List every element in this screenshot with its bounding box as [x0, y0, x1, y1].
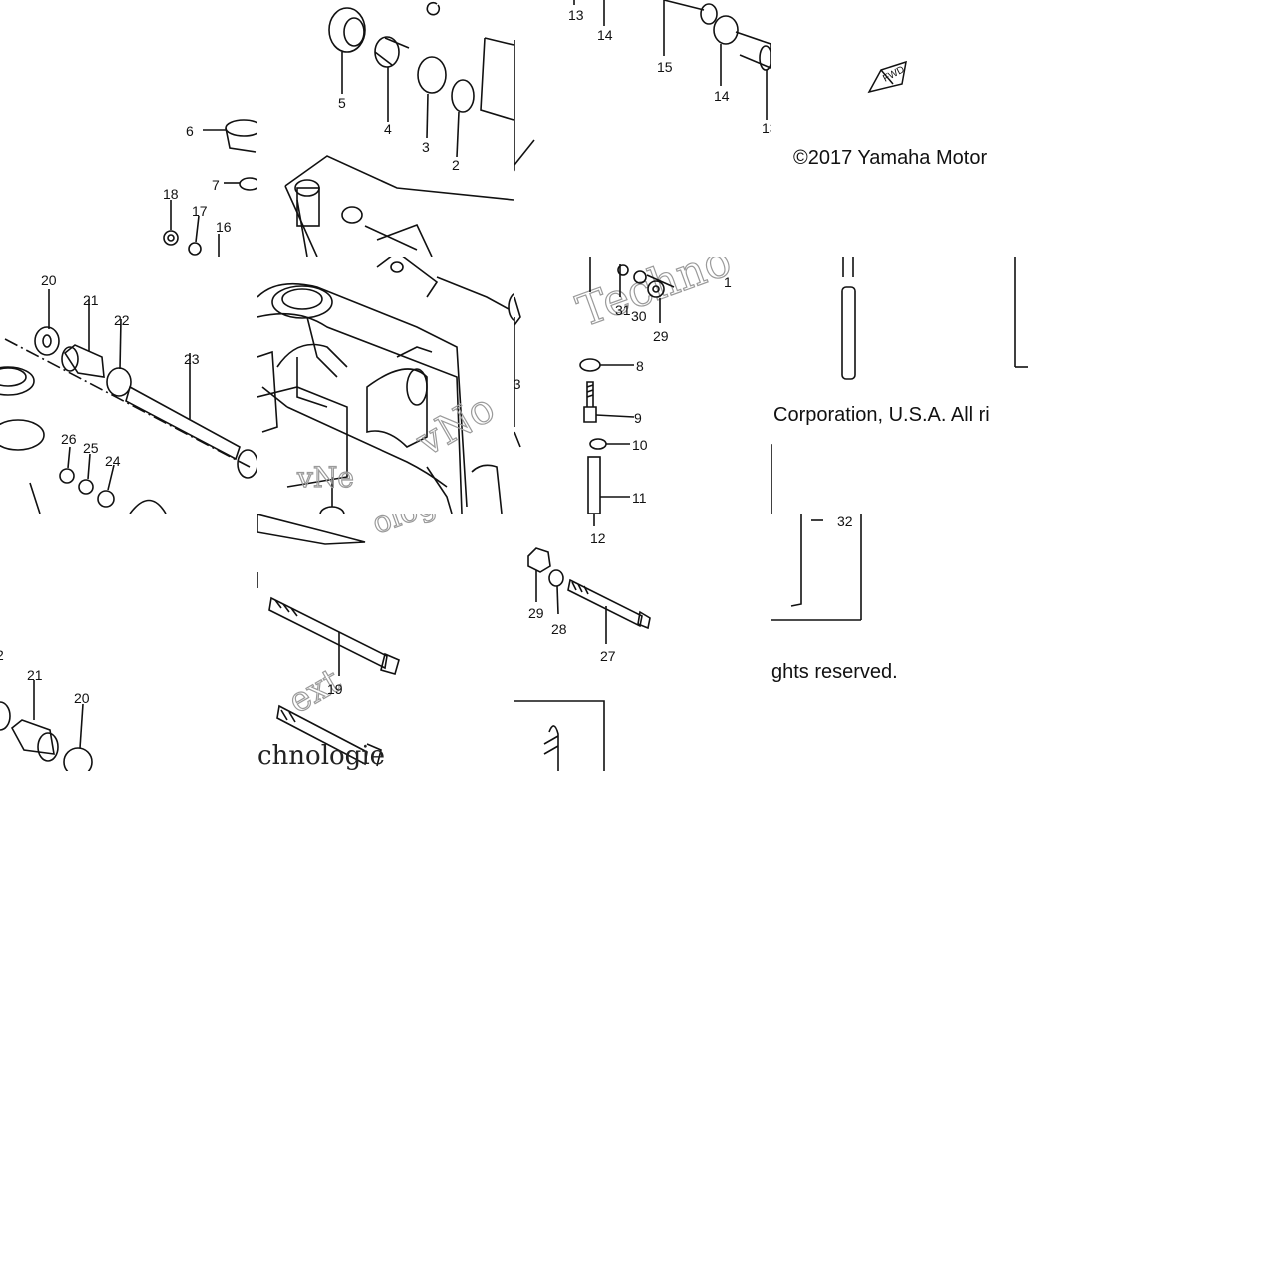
callout-18: 18: [163, 186, 179, 202]
tile-upper-left-drawing: 6 7 18 17 16: [163, 119, 257, 257]
watermark-vno: vNo: [408, 385, 503, 466]
callout-13c: 13: [514, 376, 521, 392]
watermark-vne: vNe: [296, 461, 354, 494]
callout-14b: 14: [714, 88, 730, 104]
watermark-chnologie: chnologie: [257, 741, 385, 771]
callout-22: 22: [114, 312, 130, 328]
tile-upper-left: 6 7 18 17 16: [0, 0, 257, 257]
callout-31: 31: [615, 302, 631, 318]
callout-10: 10: [632, 437, 648, 453]
callout-26: 26: [61, 431, 77, 447]
callout-2x: 2: [0, 647, 4, 663]
callout-32: 32: [837, 514, 853, 529]
tile-lower-left-drawing: 2 21 20: [0, 647, 93, 771]
tile-lower-right-middle-drawing: 12 29 28 27: [514, 514, 651, 771]
tile-lower-middle: ext 19 ologies chnologie: [257, 514, 514, 771]
callout-14a: 14: [597, 27, 613, 43]
tile-middle-left-drawing: 20 21 22 23 26 25 24: [0, 272, 257, 514]
tile-middle-far-right-drawing: [771, 257, 1028, 514]
tile-middle-left: 20 21 22 23 26 25 24: [0, 257, 257, 514]
callout-1x: 1: [724, 274, 732, 290]
callout-8: 8: [636, 358, 644, 374]
callout-6: 6: [186, 123, 194, 139]
callout-9: 9: [634, 410, 642, 426]
tile-upper-middle-drawing: 5 4 3 2: [284, 1, 514, 257]
callout-4: 4: [384, 121, 392, 137]
tile-lower-far-right-drawing: 32: [771, 514, 862, 621]
tile-upper-right-middle-drawing: 13 14 15 14 13: [514, 0, 771, 172]
callout-3: 3: [422, 139, 430, 155]
callout-19: 19: [327, 681, 343, 697]
tile-middle-drawing: 2 vNe vNo: [257, 257, 514, 514]
tile-lower-left: 2 21 20: [0, 514, 257, 771]
tile-upper-right: FWD ©2017 Yamaha Motor: [771, 0, 1028, 257]
tile-middle: 2 vNe vNo: [257, 257, 514, 514]
tile-upper-middle: 5 4 3 2: [257, 0, 514, 257]
callout-28: 28: [551, 621, 567, 637]
copyright-line-2: Corporation, U.S.A. All ri: [773, 404, 990, 426]
callout-29b: 29: [528, 605, 544, 621]
tile-lower-right-middle: 12 29 28 27: [514, 514, 771, 771]
callout-25: 25: [83, 440, 99, 456]
fwd-arrow-icon: FWD: [867, 60, 907, 94]
callout-20: 20: [41, 272, 57, 288]
callout-23: 23: [184, 351, 200, 367]
callout-21: 21: [83, 292, 99, 308]
callout-13b: 13: [762, 120, 771, 136]
tile-lower-middle-drawing: ext 19 ologies chnologie: [257, 514, 482, 771]
callout-20b: 20: [74, 690, 90, 706]
callout-17: 17: [192, 203, 208, 219]
callout-5: 5: [338, 95, 346, 111]
tile-middle-right-drawing: Techno: [514, 257, 739, 514]
tile-middle-far-right: Corporation, U.S.A. All ri: [771, 257, 1028, 514]
copyright-line-1: ©2017 Yamaha Motor: [793, 147, 988, 169]
tile-lower-far-right: 32 ghts reserved.: [771, 514, 1028, 771]
callout-29: 29: [653, 328, 669, 344]
callout-16: 16: [216, 219, 232, 235]
callout-2: 2: [452, 157, 460, 173]
callout-21b: 21: [27, 667, 43, 683]
callout-11: 11: [632, 490, 647, 506]
tile-upper-right-drawing: FWD: [867, 60, 907, 94]
callout-24: 24: [105, 453, 121, 469]
callout-27: 27: [600, 648, 616, 664]
watermark-ologies: ologies: [368, 514, 481, 542]
callout-13: 13: [568, 7, 584, 23]
callout-12: 12: [590, 530, 606, 546]
callout-15: 15: [657, 59, 673, 75]
tile-middle-right: Techno: [514, 257, 771, 514]
callout-30: 30: [631, 308, 647, 324]
copyright-line-3: ghts reserved.: [771, 661, 898, 683]
tile-upper-right-middle: 13 14 15 14 13: [514, 0, 771, 257]
callout-7: 7: [212, 177, 220, 193]
